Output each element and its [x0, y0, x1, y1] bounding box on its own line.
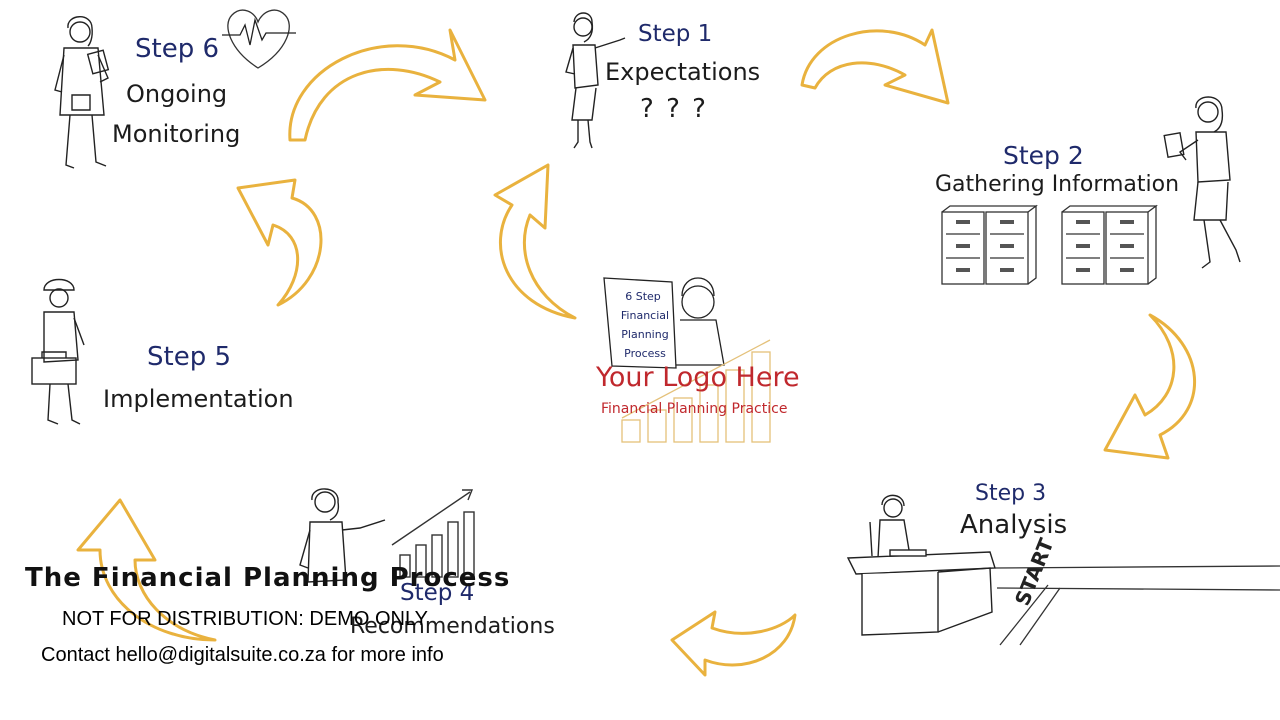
arrow-step2-to-step3	[1103, 313, 1196, 460]
arrow-step1-to-step2	[800, 28, 950, 105]
sign-line-3: Planning	[621, 328, 669, 341]
sign-line-1: 6 Step	[625, 290, 661, 303]
businesswoman-pointing-figure	[565, 12, 626, 149]
step-3-label: Analysis	[960, 510, 1068, 540]
businesswoman-with-tablet-figure	[1163, 96, 1241, 269]
start-road	[994, 565, 1280, 646]
presenter-figure	[299, 488, 386, 583]
center-logo-figure	[603, 277, 725, 369]
step-6-label-line1: Ongoing	[126, 80, 228, 108]
contact-info: Contact hello@digitalsuite.co.za for mor…	[41, 644, 444, 666]
heartbeat-heart-icon	[222, 9, 296, 69]
step-1-number: Step 1	[638, 21, 713, 47]
doctor-figure	[54, 16, 110, 169]
sign-line-2: Financial	[620, 309, 670, 322]
arrow-step5-to-step6	[236, 178, 323, 307]
demo-notice: NOT FOR DISTRIBUTION: DEMO ONLY	[62, 608, 428, 630]
step-4-label: Recommendations	[350, 614, 555, 639]
desk-with-worker-figure	[846, 494, 996, 636]
step-3-number: Step 3	[975, 481, 1047, 506]
step-5-number: Step 5	[147, 342, 232, 372]
arrow-step3-to-step4	[670, 610, 797, 677]
gold-growth-bars-icon	[621, 339, 771, 443]
step-5-label: Implementation	[103, 385, 294, 413]
step-1-question-marks: ? ? ?	[640, 94, 708, 124]
step-2-number: Step 2	[1003, 141, 1084, 170]
sign-line-4: Process	[624, 347, 666, 360]
step-2-label: Gathering Information	[935, 172, 1180, 197]
step-1-label: Expectations	[605, 58, 761, 86]
caption-title: The Financial Planning Process	[25, 563, 511, 593]
step-6-number: Step 6	[135, 34, 220, 64]
construction-worker-figure	[31, 278, 85, 425]
arrow-center-to-step1	[493, 163, 577, 320]
arrow-step6-to-step1	[288, 28, 487, 142]
arrow-step4-to-step5	[76, 498, 217, 642]
logo-placeholder-text: Your Logo Here	[596, 362, 800, 393]
filing-cabinets-icon	[941, 204, 1158, 285]
step-6-label-line2: Monitoring	[112, 120, 241, 148]
step-4-number: Step 4	[400, 580, 475, 606]
practice-name: Financial Planning Practice	[601, 401, 788, 417]
growth-bar-chart-icon	[391, 489, 475, 578]
